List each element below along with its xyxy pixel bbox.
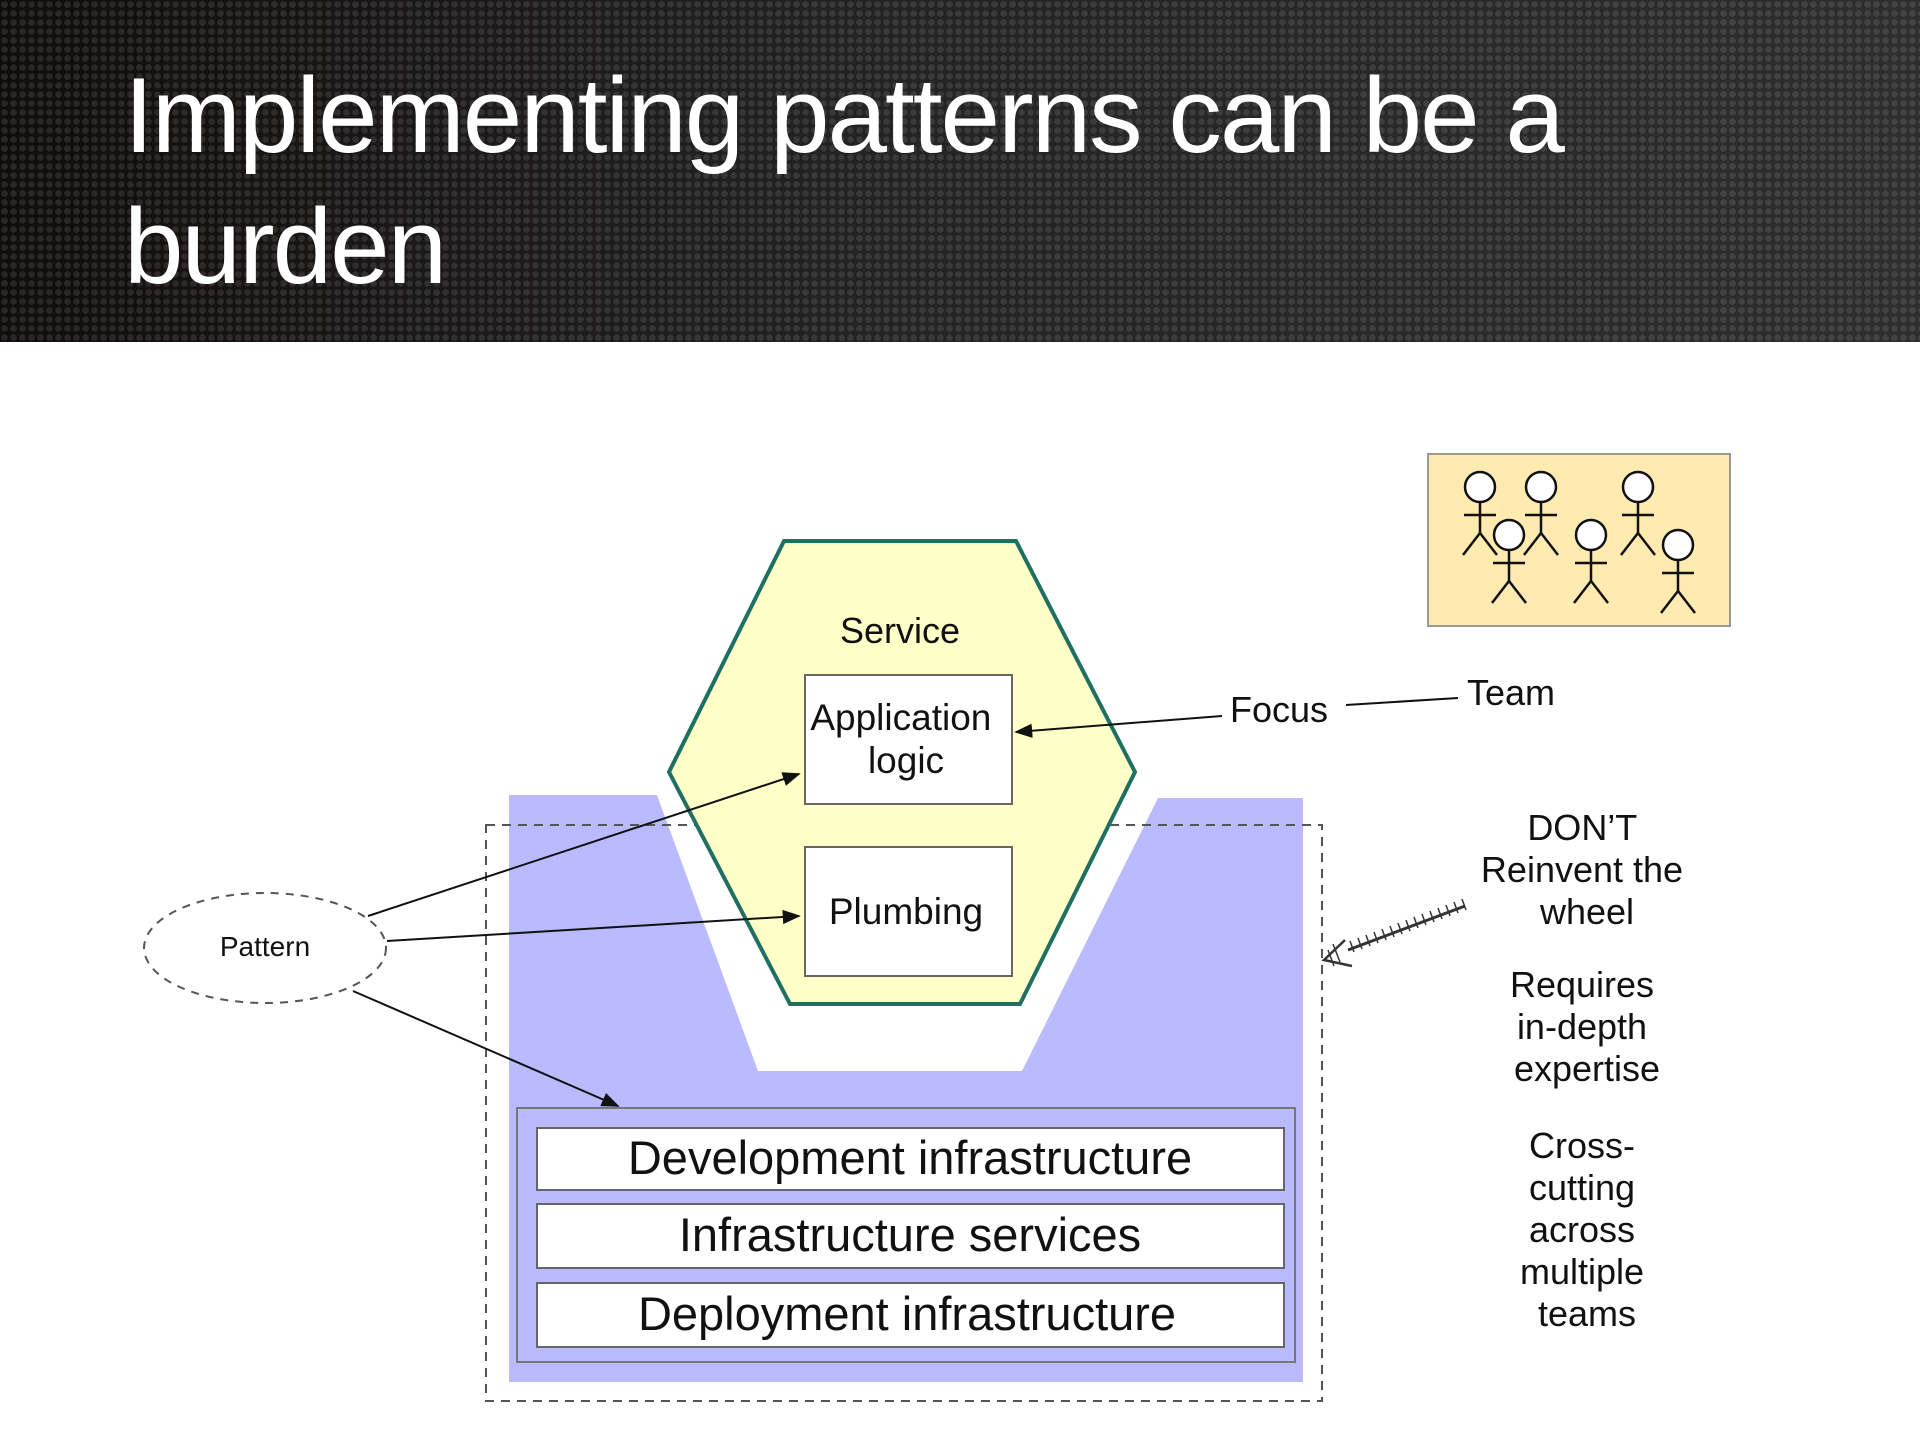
note-3-line-5: teams xyxy=(1538,1293,1636,1334)
pattern-ellipse xyxy=(143,892,387,1004)
hatched-arrow xyxy=(1321,898,1467,968)
pattern-label: Pattern xyxy=(220,931,310,962)
focus-arrow xyxy=(1014,715,1223,738)
note-2-line-2: in-depth xyxy=(1517,1006,1647,1047)
application-logic-line-2: logic xyxy=(868,740,944,781)
application-logic-label: Application logic xyxy=(810,697,1001,781)
note-3-line-1: Cross- xyxy=(1529,1125,1635,1166)
note-1-line-2: Reinvent the xyxy=(1481,849,1683,890)
team-icon xyxy=(1427,453,1731,627)
pattern-to-plumbing-arrow xyxy=(386,909,801,942)
note-3-line-4: multiple xyxy=(1520,1251,1644,1292)
infrastructure-services-box xyxy=(536,1203,1285,1269)
pattern-to-application-logic-arrow xyxy=(367,772,801,917)
deployment-infrastructure-label: Deployment infrastructure xyxy=(638,1287,1176,1340)
note-3-line-2: cutting xyxy=(1529,1167,1635,1208)
deployment-infrastructure-box xyxy=(536,1282,1285,1348)
note-1-line-3: wheel xyxy=(1539,891,1634,932)
application-logic-box xyxy=(804,674,1013,805)
focus-label: Focus xyxy=(1230,689,1328,730)
development-infrastructure-box xyxy=(536,1127,1285,1191)
note-cross-cutting: Cross- cutting across multiple teams xyxy=(1520,1125,1654,1334)
hatch-ticks xyxy=(1327,898,1467,967)
note-2-line-3: expertise xyxy=(1514,1048,1660,1089)
development-infrastructure-label: Development infrastructure xyxy=(628,1131,1192,1184)
plumbing-box xyxy=(804,846,1013,977)
title-banner: Implementing patterns can be a burden xyxy=(0,0,1920,342)
plumbing-label: Plumbing xyxy=(829,891,983,932)
note-dont-reinvent: DON’T Reinvent the wheel xyxy=(1481,807,1693,932)
infrastructure-services-label: Infrastructure services xyxy=(679,1208,1141,1261)
note-1-line-1: DON’T xyxy=(1527,807,1637,848)
note-3-line-3: across xyxy=(1529,1209,1635,1250)
team-label: Team xyxy=(1467,672,1555,713)
application-logic-line-1: Application xyxy=(810,697,991,738)
team-connector-line xyxy=(1345,697,1459,706)
pattern-to-infrastructure-arrow xyxy=(352,990,620,1107)
note-2-line-1: Requires xyxy=(1510,964,1654,1005)
infrastructure-layers-frame xyxy=(516,1107,1296,1363)
service-label: Service xyxy=(840,610,960,651)
note-requires-expertise: Requires in-depth expertise xyxy=(1510,964,1664,1089)
slide-title: Implementing patterns can be a burden xyxy=(124,55,1565,306)
